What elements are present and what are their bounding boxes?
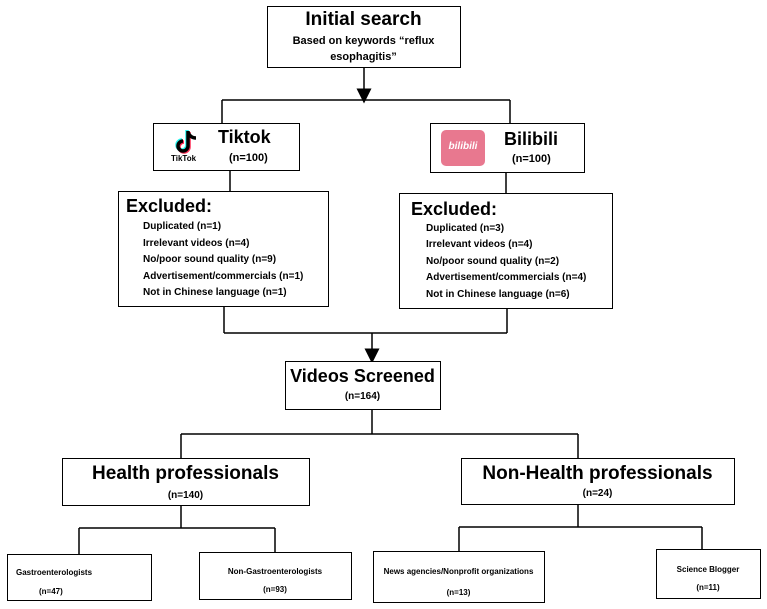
gastroenterologists-count: (n=47) <box>39 587 63 596</box>
health-professionals-box: Health professionals (n=140) <box>62 458 310 506</box>
bilibili-excluded-title: Excluded: <box>411 199 498 219</box>
tiktok-logo: TikTok <box>171 129 201 165</box>
bilibili-excluded-item: Advertisement/commercials (n=4) <box>426 272 587 283</box>
news-agencies-box: News agencies/Nonprofit organizations (n… <box>373 551 545 603</box>
news-agencies-count: (n=13) <box>446 588 471 597</box>
tiktok-logo-text: TikTok <box>171 154 197 163</box>
bilibili-box: bilibili Bilibili (n=100) <box>430 123 585 173</box>
bilibili-excluded-box: Excluded: Duplicated (n=3) Irrelevant vi… <box>399 193 613 309</box>
videos-screened-count: (n=164) <box>344 391 381 402</box>
bilibili-excluded-item: Duplicated (n=3) <box>426 223 505 234</box>
science-blogger-count: (n=11) <box>696 583 720 592</box>
initial-search-keywords-2: esophagitis” <box>330 51 397 63</box>
bilibili-logo: bilibili <box>441 130 485 166</box>
non-gastroenterologists-box: Non-Gastroenterologists (n=93) <box>199 552 352 600</box>
gastroenterologists-title: Gastroenterologists <box>16 568 93 577</box>
health-professionals-count: (n=140) <box>167 490 204 501</box>
bilibili-excluded-item: Irrelevant videos (n=4) <box>426 239 533 250</box>
bilibili-excluded-item: Not in Chinese language (n=6) <box>426 289 570 300</box>
science-blogger-box: Science Blogger (n=11) <box>656 549 761 599</box>
non-gastroenterologists-count: (n=93) <box>263 585 287 594</box>
initial-search-keywords: Based on keywords “reflux <box>292 35 435 47</box>
tiktok-excluded-item: Advertisement/commercials (n=1) <box>143 271 304 282</box>
non-health-professionals-box: Non-Health professionals (n=24) <box>461 458 735 505</box>
gastroenterologists-box: Gastroenterologists (n=47) <box>7 554 152 601</box>
bilibili-count: (n=100) <box>512 153 551 165</box>
tiktok-count: (n=100) <box>229 152 268 164</box>
initial-search-title: Initial search <box>305 9 422 30</box>
tiktok-excluded-item: Irrelevant videos (n=4) <box>143 238 250 249</box>
tiktok-box: TikTok Tiktok (n=100) <box>153 123 300 171</box>
tiktok-excluded-box: Excluded: Duplicated (n=1) Irrelevant vi… <box>118 191 329 307</box>
tiktok-name: Tiktok <box>218 127 271 147</box>
non-health-professionals-count: (n=24) <box>582 488 613 499</box>
videos-screened-title: Videos Screened <box>290 366 435 386</box>
tiktok-excluded-item: No/poor sound quality (n=9) <box>143 254 277 265</box>
health-professionals-title: Health professionals <box>92 463 279 484</box>
bilibili-excluded-item: No/poor sound quality (n=2) <box>426 256 560 267</box>
initial-search-box: Initial search Based on keywords “reflux… <box>267 6 461 68</box>
news-agencies-title: News agencies/Nonprofit organizations <box>383 567 534 576</box>
tiktok-excluded-title: Excluded: <box>126 196 213 216</box>
non-health-professionals-title: Non-Health professionals <box>482 463 713 484</box>
bilibili-name: Bilibili <box>504 129 558 149</box>
tiktok-excluded-item: Duplicated (n=1) <box>143 221 222 232</box>
non-gastroenterologists-title: Non-Gastroenterologists <box>227 567 323 576</box>
science-blogger-title: Science Blogger <box>676 565 740 574</box>
tiktok-note-icon <box>175 130 197 154</box>
bilibili-logo-text: bilibili <box>448 141 478 152</box>
tiktok-excluded-item: Not in Chinese language (n=1) <box>143 287 287 298</box>
videos-screened-box: Videos Screened (n=164) <box>285 361 441 410</box>
